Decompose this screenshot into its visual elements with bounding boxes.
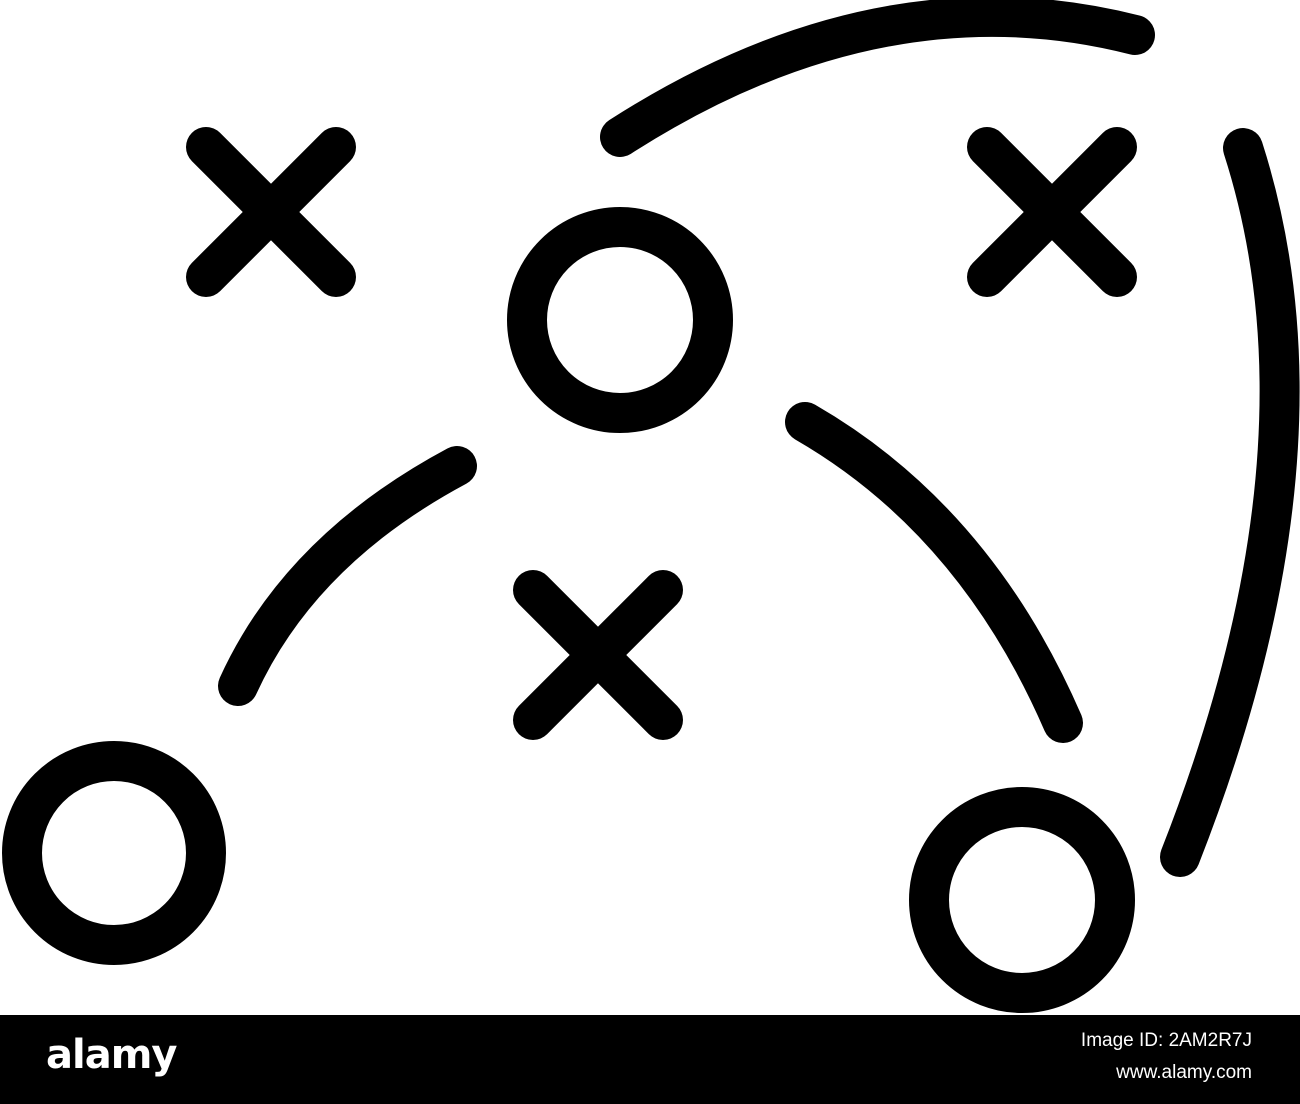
x-mark-center	[513, 570, 683, 740]
strategy-play-diagram-icon	[2, 0, 1300, 1013]
route-arc-right	[1160, 128, 1300, 877]
watermark-bar	[0, 1015, 1300, 1104]
route-arc-center-right	[785, 402, 1083, 743]
watermark-logo: alamy	[46, 1032, 177, 1078]
x-mark-top-right	[967, 127, 1137, 297]
watermark-url: www.alamy.com	[1116, 1062, 1252, 1083]
route-arc-left	[218, 446, 477, 706]
o-mark-bottom-right	[909, 787, 1135, 1013]
watermark-image-id: Image ID: 2AM2R7J	[1080, 1030, 1252, 1051]
route-arc-top	[600, 0, 1155, 157]
x-mark-top-left	[186, 127, 356, 297]
o-mark-center	[507, 207, 733, 433]
o-mark-bottom-left	[2, 741, 226, 965]
